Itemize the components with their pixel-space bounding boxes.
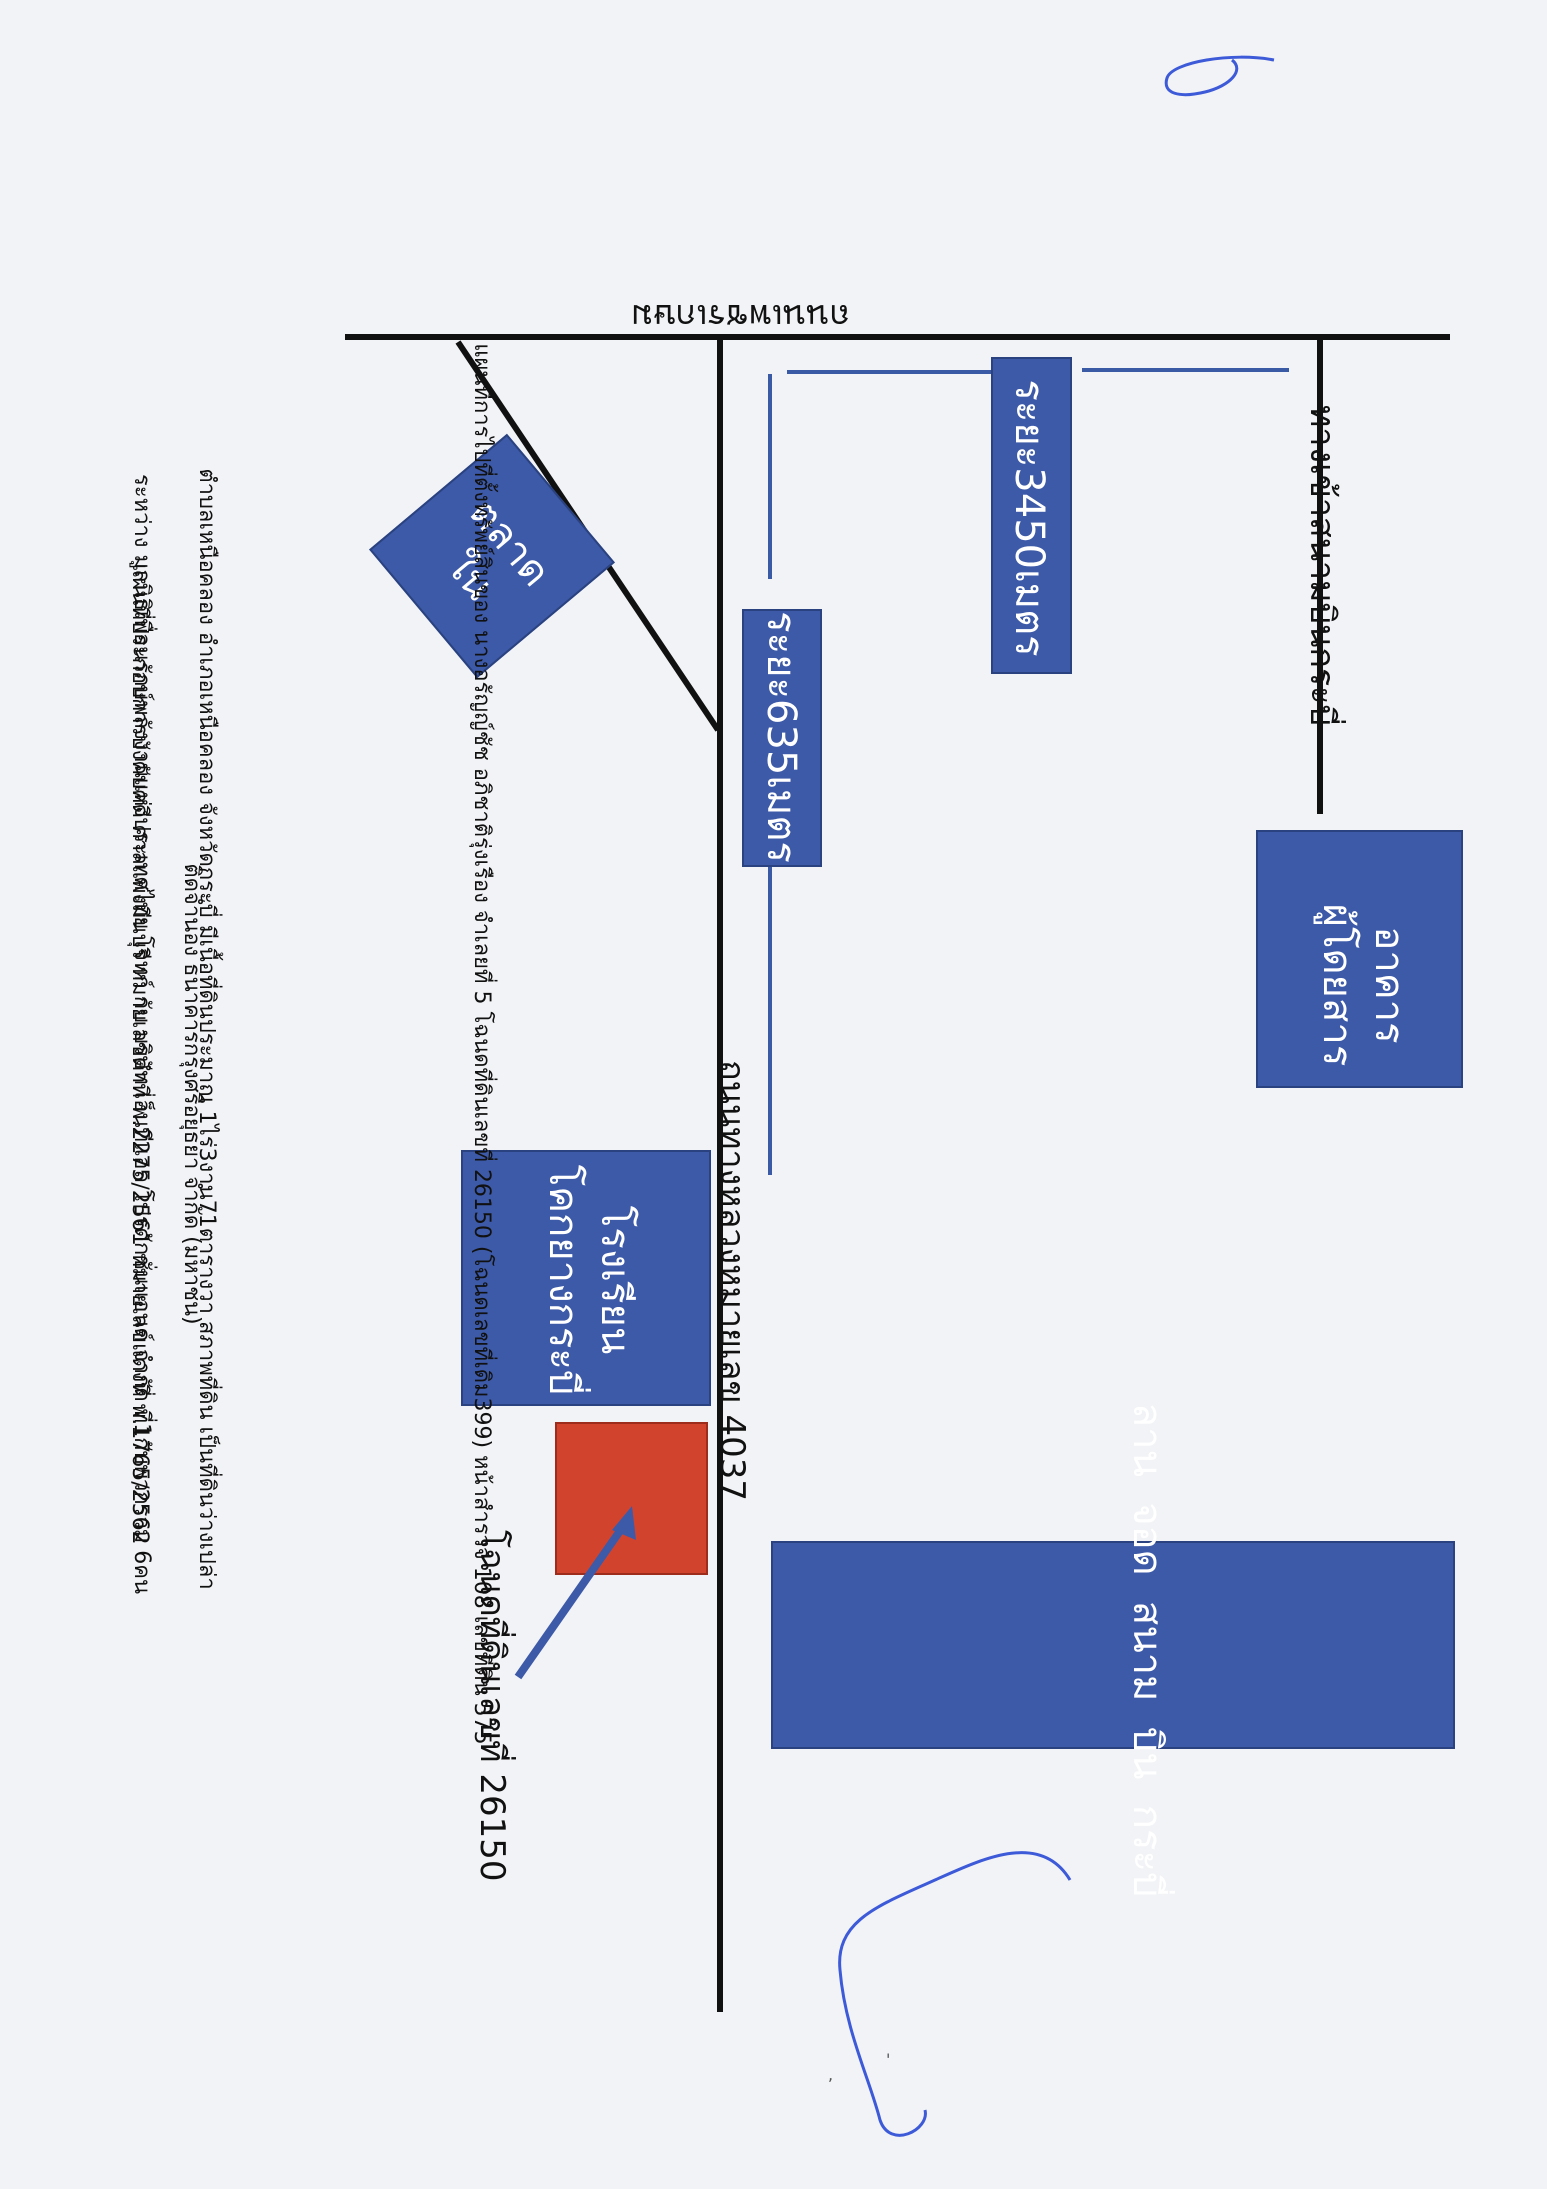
handwritten-dot-2: , (828, 2065, 834, 2084)
main-road (717, 336, 723, 2012)
distance-guide-vertical-lower (768, 865, 772, 1175)
hospital-box (461, 1150, 711, 1406)
distance-guide-top-right (1082, 368, 1289, 372)
runway-box (771, 1541, 1455, 1749)
handwritten-dot-1: ' (886, 2050, 891, 2069)
distance-guide-vertical-upper (768, 374, 772, 579)
distance-box-3450 (991, 357, 1072, 674)
terminal-box (1256, 830, 1463, 1088)
target-parcel (555, 1422, 708, 1575)
airport-road (1317, 336, 1323, 814)
distance-guide-top-left (787, 370, 992, 374)
distance-box-635 (742, 609, 822, 867)
top-road (345, 334, 1450, 340)
